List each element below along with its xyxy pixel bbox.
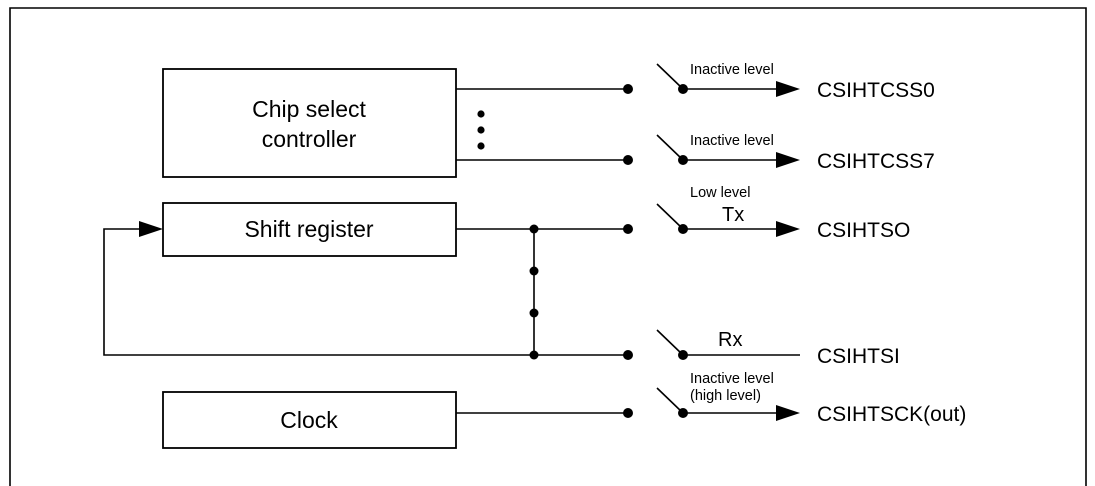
switch-blade-tsck [656, 387, 684, 414]
level-label-tso: Low level [690, 185, 750, 201]
pin-name-tsi: CSIHTSI [817, 345, 900, 368]
chip-select-label-line2: controller [262, 126, 357, 152]
pin-name-tsck: CSIHTSCK(out) [817, 403, 966, 426]
out-arrow-tsck [776, 405, 800, 421]
switch-left-css0 [623, 84, 633, 94]
switch-blade-css0 [656, 63, 684, 90]
wire-feedback-loop [103, 228, 628, 356]
direction-label-rx: Rx [718, 329, 742, 351]
ellipsis-dot-2 [477, 126, 485, 134]
outer-frame [9, 7, 1087, 486]
out-arrow-css7 [776, 152, 800, 168]
feedback-arrowhead [139, 221, 163, 237]
switch-left-tso [623, 224, 633, 234]
clock-label: Clock [280, 407, 338, 433]
junction-tso [529, 224, 539, 234]
chip-select-label-line1: Chip select [252, 96, 366, 122]
junction-mid-2 [529, 308, 539, 318]
level-label-css7: Inactive level [690, 133, 774, 149]
level-label-tsck-line1: Inactive level [690, 371, 774, 387]
switch-blade-tsi [656, 329, 684, 356]
clock-block [162, 391, 457, 449]
level-label-tsck-line2: (high level) [690, 388, 761, 404]
pin-name-tso: CSIHTSO [817, 219, 910, 242]
switch-blade-css7 [656, 134, 684, 161]
pin-name-css7: CSIHTCSS7 [817, 150, 935, 173]
ellipsis-dot-3 [477, 142, 485, 150]
junction-mid-1 [529, 266, 539, 276]
direction-label-tx: Tx [722, 204, 744, 226]
level-label-css0: Inactive level [690, 62, 774, 78]
ellipsis-dot-1 [477, 110, 485, 118]
out-arrow-tso [776, 221, 800, 237]
pin-name-css0: CSIHTCSS0 [817, 79, 935, 102]
shift-register-label: Shift register [244, 216, 373, 242]
switch-blade-tso [656, 203, 684, 230]
chip-select-controller-block [162, 68, 457, 178]
switch-left-css7 [623, 155, 633, 165]
out-arrow-css0 [776, 81, 800, 97]
switch-left-tsi [623, 350, 633, 360]
switch-left-tsck [623, 408, 633, 418]
